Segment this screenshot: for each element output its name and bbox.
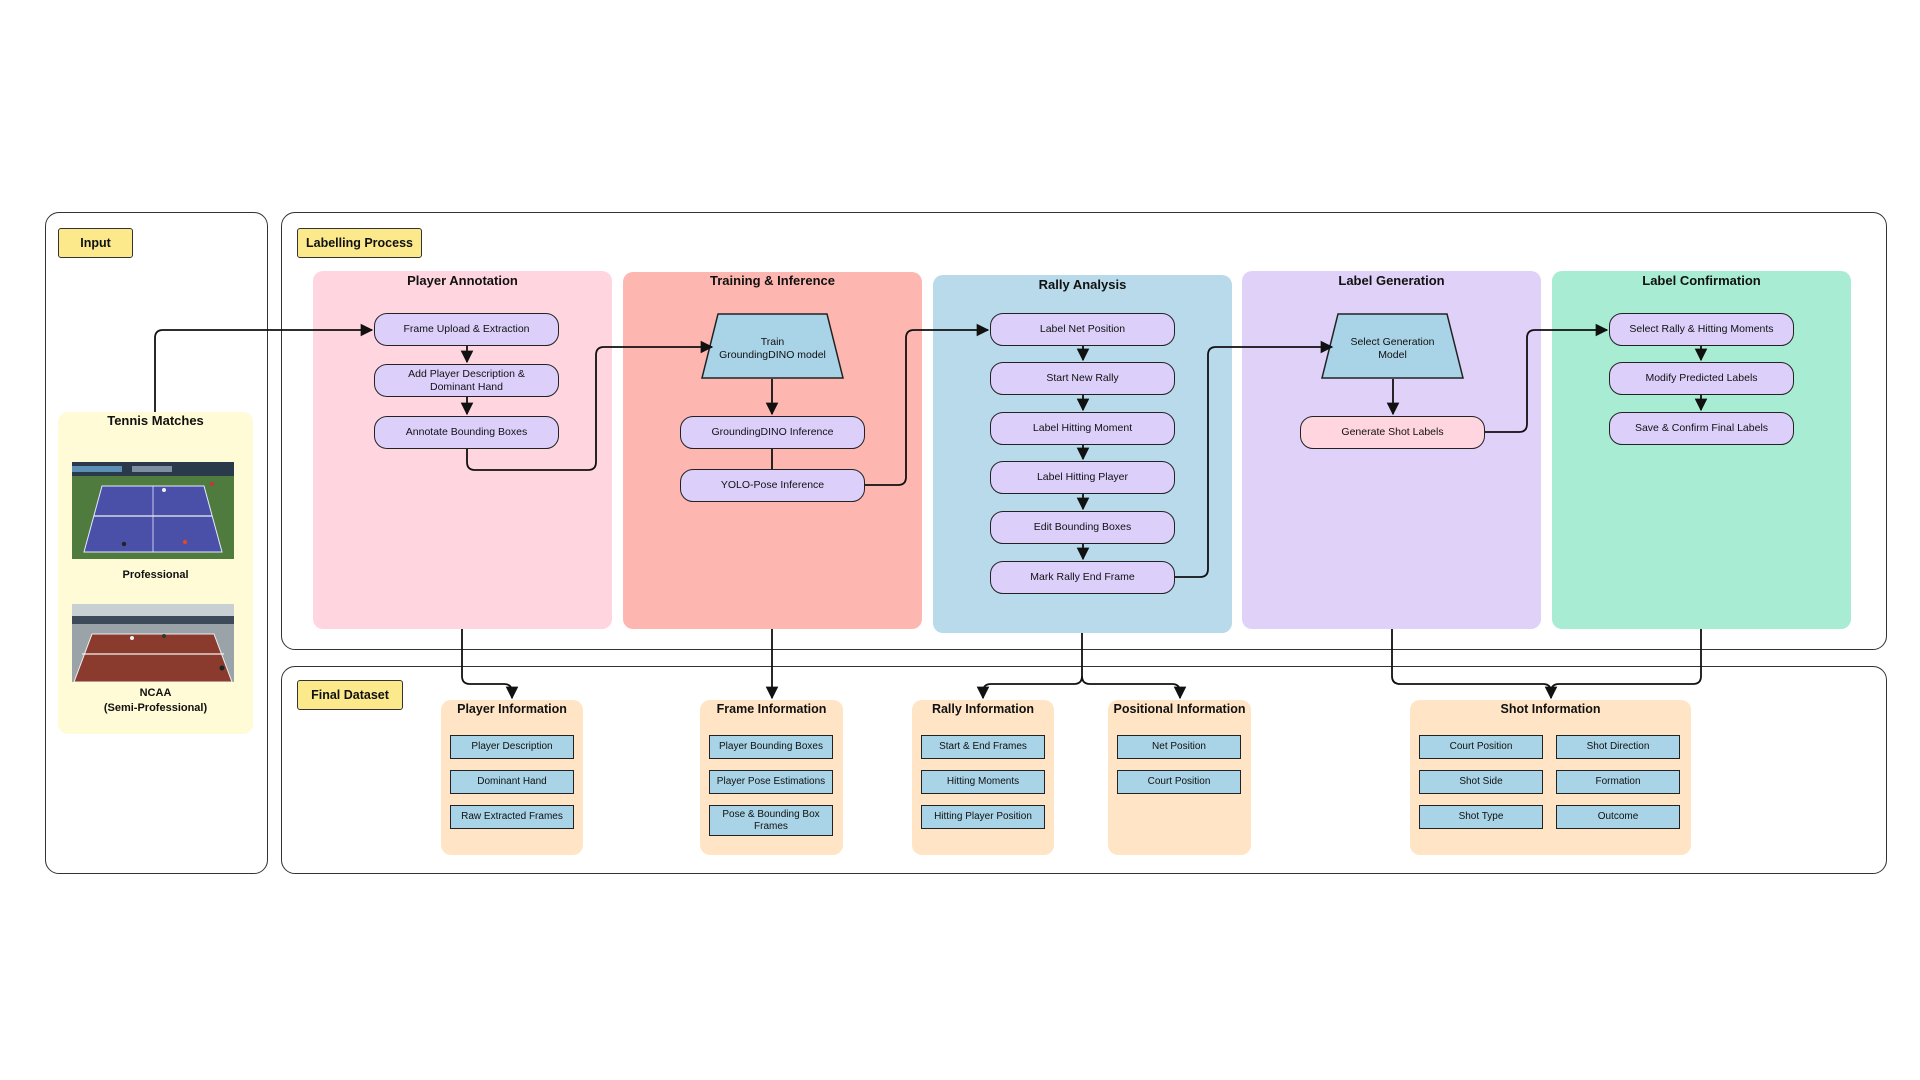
label-hitting-moment-node: Label Hitting Moment <box>990 412 1175 445</box>
shot-information-title: Shot Information <box>1500 702 1601 716</box>
ncaa-court-illustration <box>72 604 234 683</box>
tennis-matches-title: Tennis Matches <box>107 413 204 428</box>
select-generation-model-node: Select Generation Model <box>1321 313 1464 379</box>
labelling-process-section <box>281 212 1887 650</box>
label-confirmation-title: Label Confirmation <box>1642 273 1761 288</box>
ncaa-match-image <box>72 604 234 683</box>
outcome-field: Outcome <box>1556 805 1680 829</box>
save-confirm-labels-node: Save & Confirm Final Labels <box>1609 412 1794 445</box>
shot-type-field: Shot Type <box>1419 805 1543 829</box>
court-position-field: Court Position <box>1117 770 1241 794</box>
dominant-hand-field: Dominant Hand <box>450 770 574 794</box>
yolo-pose-inference-node: YOLO-Pose Inference <box>680 469 865 502</box>
hitting-moments-field: Hitting Moments <box>921 770 1045 794</box>
select-rally-hitting-node: Select Rally & Hitting Moments <box>1609 313 1794 346</box>
groundingdino-inference-node: GroundingDINO Inference <box>680 416 865 449</box>
player-information-title: Player Information <box>457 702 567 716</box>
shot-court-position-field: Court Position <box>1419 735 1543 759</box>
input-tag: Input <box>58 228 133 258</box>
professional-court-illustration <box>72 462 234 559</box>
start-end-frames-field: Start & End Frames <box>921 735 1045 759</box>
annotate-bounding-boxes-node: Annotate Bounding Boxes <box>374 416 559 449</box>
final-dataset-section <box>281 666 1887 874</box>
rally-analysis-title: Rally Analysis <box>1038 277 1127 292</box>
start-new-rally-node: Start New Rally <box>990 362 1175 395</box>
train-model-label: Train GroundingDINO model <box>719 335 826 361</box>
pose-bounding-box-frames-field: Pose & Bounding Box Frames <box>709 805 833 836</box>
input-section <box>45 212 268 874</box>
player-description-field: Player Description <box>450 735 574 759</box>
train-groundingdino-model-node: Train GroundingDINO model <box>701 313 844 379</box>
add-player-description-node: Add Player Description & Dominant Hand <box>374 364 559 397</box>
professional-match-image <box>72 462 234 559</box>
final-dataset-tag: Final Dataset <box>297 680 403 710</box>
mark-rally-end-frame-node: Mark Rally End Frame <box>990 561 1175 594</box>
select-model-label: Select Generation Model <box>1350 335 1435 361</box>
ncaa-caption: NCAA (Semi-Professional) <box>103 687 208 714</box>
player-bounding-boxes-field: Player Bounding Boxes <box>709 735 833 759</box>
edit-bounding-boxes-node: Edit Bounding Boxes <box>990 511 1175 544</box>
player-pose-estimations-field: Player Pose Estimations <box>709 770 833 794</box>
positional-information-title: Positional Information <box>1113 702 1246 716</box>
player-annotation-title: Player Annotation <box>407 273 518 288</box>
label-hitting-player-node: Label Hitting Player <box>990 461 1175 494</box>
generate-shot-labels-node: Generate Shot Labels <box>1300 416 1485 449</box>
raw-extracted-frames-field: Raw Extracted Frames <box>450 805 574 829</box>
professional-caption: Professional <box>122 569 189 581</box>
shot-side-field: Shot Side <box>1419 770 1543 794</box>
shot-direction-field: Shot Direction <box>1556 735 1680 759</box>
label-net-position-node: Label Net Position <box>990 313 1175 346</box>
hitting-player-position-field: Hitting Player Position <box>921 805 1045 829</box>
labelling-process-tag: Labelling Process <box>297 228 422 258</box>
training-inference-title: Training & Inference <box>710 273 835 288</box>
frame-upload-node: Frame Upload & Extraction <box>374 313 559 346</box>
modify-predicted-labels-node: Modify Predicted Labels <box>1609 362 1794 395</box>
formation-field: Formation <box>1556 770 1680 794</box>
rally-information-title: Rally Information <box>931 702 1035 716</box>
net-position-field: Net Position <box>1117 735 1241 759</box>
label-generation-title: Label Generation <box>1338 273 1445 288</box>
frame-information-title: Frame Information <box>716 702 827 716</box>
